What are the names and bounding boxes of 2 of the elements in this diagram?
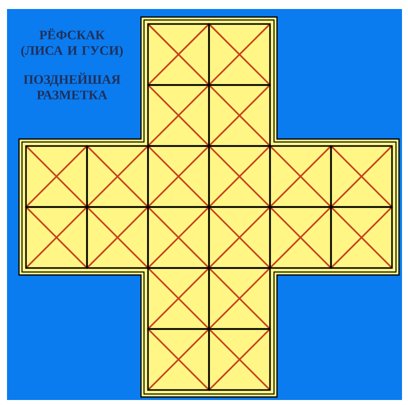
board-caption: ПОЗДНЕЙШАЯ РАЗМЕТКА: [24, 72, 120, 100]
board-caption: РЁФСКАК (ЛИСА И ГУСИ): [21, 28, 123, 58]
